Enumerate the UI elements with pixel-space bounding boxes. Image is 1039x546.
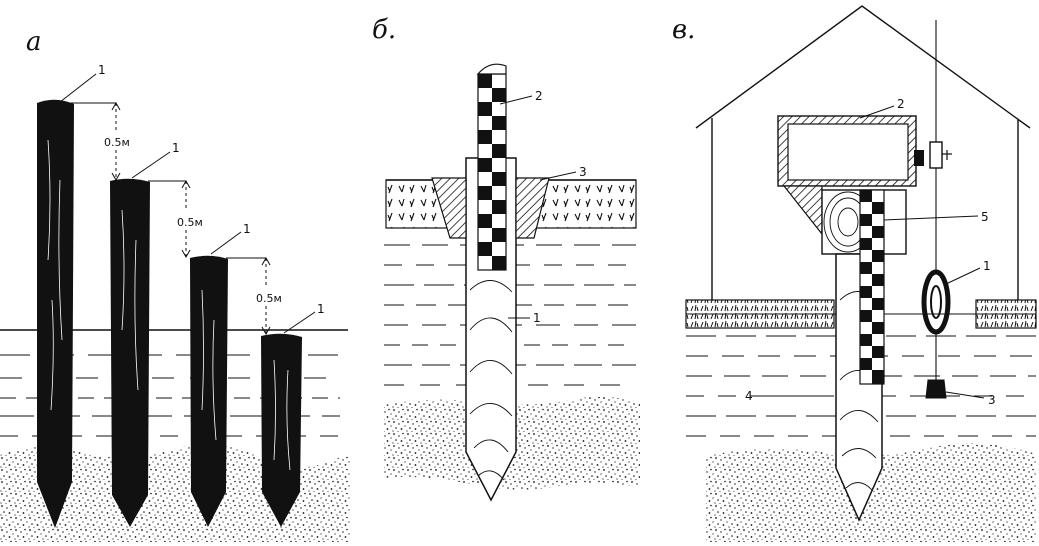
spacing-label-2: 0.5м [177, 216, 203, 229]
stake-2 [110, 178, 150, 527]
box-bracket [782, 185, 823, 236]
callout-box-c: 2 [897, 97, 905, 111]
stake-number-4: 1 [317, 302, 325, 316]
gauge-house [695, 5, 1031, 300]
collar-left [431, 177, 467, 239]
callout-collar-b: 3 [579, 165, 587, 179]
callout-staff-b: 2 [535, 89, 543, 103]
graduated-staff-c [859, 189, 885, 385]
spacing-dimensions [70, 101, 271, 336]
callout-pile-c: 4 [745, 389, 753, 403]
panel-b-label: б. [372, 15, 396, 45]
stake-number-1: 1 [98, 63, 106, 77]
spacing-label-1: 0.5м [104, 136, 130, 149]
panel-c-label: в. [672, 15, 695, 45]
stake-3 [190, 255, 228, 527]
stake-leaders [59, 73, 316, 334]
stake-1 [37, 99, 74, 528]
gauge-box [777, 115, 917, 187]
stake-4 [261, 333, 302, 527]
callout-staff-c: 5 [981, 210, 989, 224]
collar-right [515, 177, 550, 239]
callout-pile-b: 1 [533, 311, 541, 325]
spacing-label-3: 0.5м [256, 292, 282, 305]
panel-a: а [0, 27, 350, 542]
callout-float-c: 1 [983, 259, 991, 273]
stake-number-2: 1 [172, 141, 180, 155]
callout-leaders-c [760, 105, 985, 399]
panel-a-label: а [26, 27, 42, 57]
graduated-staff-b [476, 63, 507, 271]
callout-weight-c: 3 [988, 393, 996, 407]
callout-leaders-b [499, 95, 577, 319]
panel-c: в. [672, 5, 1037, 542]
float-mechanism [914, 20, 952, 399]
panel-b: б. [372, 15, 640, 502]
stake-number-3: 1 [243, 222, 251, 236]
